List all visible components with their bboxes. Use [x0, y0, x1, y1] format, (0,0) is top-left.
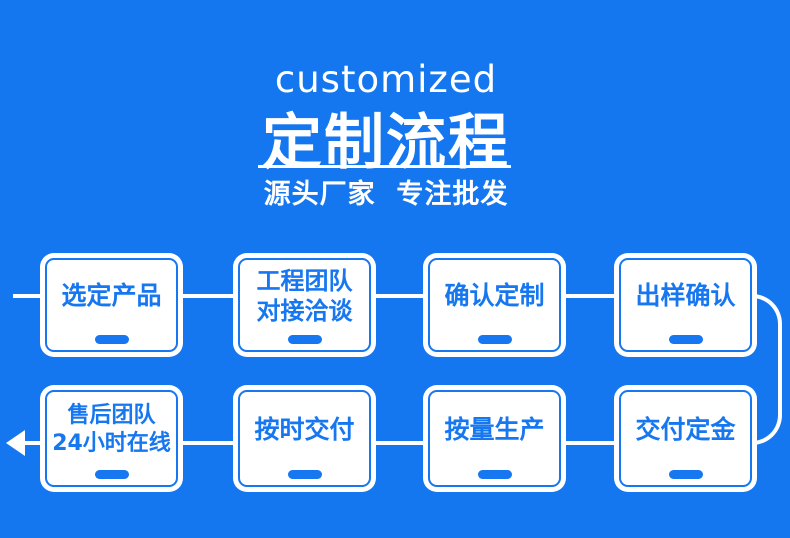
step-label: 交付定金 [635, 414, 736, 444]
step-label: 工程团队对接洽谈 [256, 267, 353, 325]
step-underline [94, 335, 129, 344]
step-label: 按量生产 [444, 414, 545, 444]
header-tagline: 源头厂家 专注批发 [263, 179, 509, 210]
connector-bottom-7-8 [566, 441, 614, 445]
connector-top-1-2 [183, 294, 233, 298]
connector-top-2-3 [376, 294, 423, 298]
step-underline [477, 470, 512, 479]
step-label: 确认定制 [444, 281, 545, 310]
connector-top-3-4 [566, 294, 614, 298]
step-label: 选定产品 [61, 281, 162, 310]
step-underline [668, 335, 703, 344]
flow-step-select-product: 选定产品 [40, 253, 183, 357]
connector-top-entry [13, 294, 40, 298]
connector-bottom-exit [25, 441, 40, 445]
connector-bottom-5-6 [183, 441, 233, 445]
step-underline [287, 470, 322, 479]
flow-step-confirm-customization: 确认定制 [423, 253, 566, 357]
flow-step-engineering-team: 工程团队对接洽谈 [233, 253, 376, 357]
flow-step-on-time-delivery: 按时交付 [233, 385, 376, 492]
header-divider [258, 165, 511, 168]
step-underline [477, 335, 512, 344]
flow-step-volume-production: 按量生产 [423, 385, 566, 492]
connector-bottom-6-7 [376, 441, 423, 445]
step-label: 出样确认 [635, 281, 736, 310]
step-underline [287, 335, 322, 344]
header-subtitle-en: customized [274, 58, 498, 101]
step-label: 按时交付 [254, 414, 355, 444]
arrow-left-icon [6, 430, 25, 456]
flow-step-sample-confirmation: 出样确认 [614, 253, 757, 357]
step-underline [94, 470, 129, 479]
step-underline [668, 470, 703, 479]
flow-step-deposit-payment: 交付定金 [614, 385, 757, 492]
